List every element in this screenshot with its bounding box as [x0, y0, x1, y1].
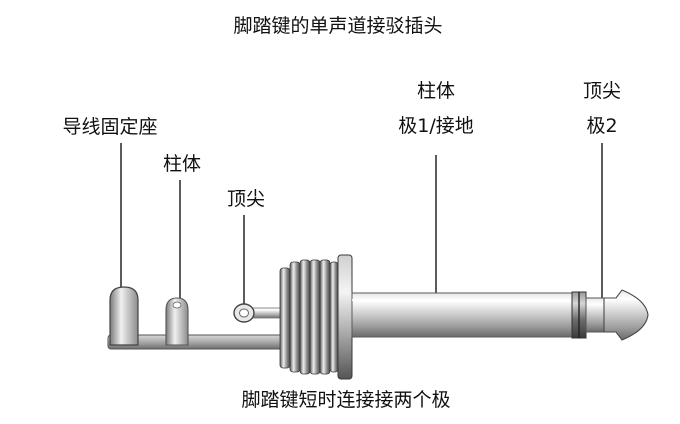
label-tip-body-line1: 顶尖: [582, 80, 622, 102]
sleeve-solder-post: [165, 297, 189, 346]
plug-tip: [585, 289, 649, 341]
flange: [337, 254, 353, 380]
sleeve-shaft: [351, 292, 573, 338]
insulator-ring: [571, 291, 587, 339]
diagram-caption: 脚踏键短时连接接两个极: [241, 389, 451, 411]
diagram-title: 脚踏键的单声道接驳插头: [233, 15, 443, 37]
label-cable-clamp: 导线固定座: [62, 116, 158, 138]
label-sleeve-post: 柱体: [162, 153, 202, 175]
threaded-section: [279, 259, 339, 375]
label-tip-post: 顶尖: [226, 188, 266, 210]
label-sleeve-body-line1: 柱体: [416, 80, 456, 102]
label-sleeve-body-line2: 极1/接地: [398, 115, 474, 137]
leader-lines: [120, 143, 603, 316]
cable-clamp-tab: [109, 286, 139, 346]
label-tip-body-line2: 极2: [586, 115, 618, 137]
tip-solder-loop: [233, 303, 255, 323]
